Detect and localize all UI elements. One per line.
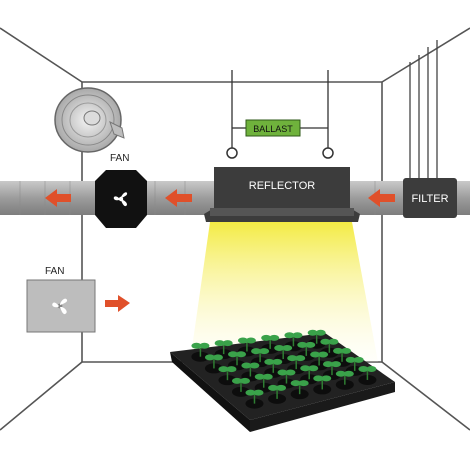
- seedling-leaf: [298, 380, 309, 387]
- seedling-leaf: [290, 380, 301, 387]
- seedling-leaf: [282, 345, 293, 352]
- seedling-leaf: [237, 337, 248, 344]
- seedling-leaf: [272, 358, 283, 365]
- seedling-leaf: [328, 338, 339, 345]
- airflow-arrow-left: [45, 189, 71, 207]
- seedling-leaf: [261, 334, 272, 341]
- seedling-leaf: [236, 351, 247, 358]
- seedling-leaf: [310, 351, 321, 358]
- seedling-leaf: [262, 373, 273, 380]
- seedling-leaf: [222, 340, 233, 347]
- seedling-leaf: [322, 361, 333, 368]
- seedling-leaf: [251, 348, 262, 355]
- wall-wires: [409, 40, 438, 182]
- seedling-leaf: [287, 355, 298, 362]
- seedling-leaf: [277, 369, 288, 376]
- seedling-leaf: [318, 351, 329, 358]
- seedling-leaf: [264, 358, 275, 365]
- seedling-leaf: [226, 366, 237, 373]
- carbon-filter: [403, 178, 457, 218]
- seedling-leaf: [358, 365, 369, 372]
- intake-fan: [26, 279, 96, 333]
- reflector-hood: [204, 167, 360, 222]
- fan-icon: [52, 298, 68, 315]
- reflector-label: REFLECTOR: [249, 180, 315, 192]
- light-beam: [190, 222, 378, 362]
- seedling-leaf: [333, 347, 344, 354]
- seedling-leaf: [305, 341, 316, 348]
- seedling-leaf: [335, 370, 346, 377]
- seedling-leaf: [269, 334, 280, 341]
- seedling-leaf: [297, 341, 308, 348]
- seedling-leaf: [353, 356, 364, 363]
- seedling-leaf: [307, 329, 318, 336]
- airflow-arrows: [45, 189, 395, 207]
- wall-fan: [54, 87, 125, 153]
- filter-label: FILTER: [411, 193, 448, 205]
- seedling-leaf: [345, 356, 356, 363]
- seedling-leaf: [268, 384, 279, 391]
- seedling-leaf: [199, 342, 210, 349]
- hook-rings: [226, 147, 334, 159]
- seedling-leaf: [228, 351, 239, 358]
- fan-icon: [113, 192, 128, 207]
- seedling-leaf: [191, 342, 202, 349]
- airflow-arrow-middle: [165, 189, 192, 207]
- seedling-leaf: [313, 375, 324, 382]
- seedling-leaf: [366, 365, 377, 372]
- seedling-leaf: [284, 332, 295, 339]
- seedling-leaf: [249, 362, 260, 369]
- seedling-leaf: [212, 354, 223, 361]
- seedling-leaf: [315, 329, 326, 336]
- ballast-box: [245, 119, 301, 137]
- seedling-leaf: [259, 348, 270, 355]
- seedlings: [191, 329, 377, 409]
- inline-fan: [95, 170, 147, 228]
- seedling-leaf: [254, 373, 265, 380]
- seedling-leaf: [320, 338, 331, 345]
- seedling-leaf: [300, 365, 311, 372]
- ballast-label: BALLAST: [253, 124, 293, 134]
- seedling-leaf: [343, 370, 354, 377]
- seedling-leaf: [239, 377, 250, 384]
- seedling-leaf: [295, 355, 306, 362]
- seedling-leaf: [321, 375, 332, 382]
- seedling-leaf: [292, 332, 303, 339]
- seedling-leaf: [231, 377, 242, 384]
- hanging-wires: [231, 70, 329, 148]
- seedling-leaf: [285, 369, 296, 376]
- seedling-leaf: [274, 345, 285, 352]
- seedling-leaf: [253, 389, 264, 396]
- seedling-leaf: [245, 389, 256, 396]
- airflow-arrow-right: [368, 189, 395, 207]
- seedling-leaf: [214, 340, 225, 347]
- fan-bottom-label: FAN: [45, 266, 64, 277]
- seedling-leaf: [245, 337, 256, 344]
- seedling-leaf: [276, 384, 287, 391]
- seedling-leaf: [241, 362, 252, 369]
- seedling-leaf: [341, 347, 352, 354]
- seedling-leaf: [330, 361, 341, 368]
- seedling-leaf: [218, 366, 229, 373]
- intake-arrow: [105, 295, 130, 312]
- seedling-leaf: [308, 365, 319, 372]
- fan-top-label: FAN: [110, 153, 129, 164]
- seedling-leaf: [204, 354, 215, 361]
